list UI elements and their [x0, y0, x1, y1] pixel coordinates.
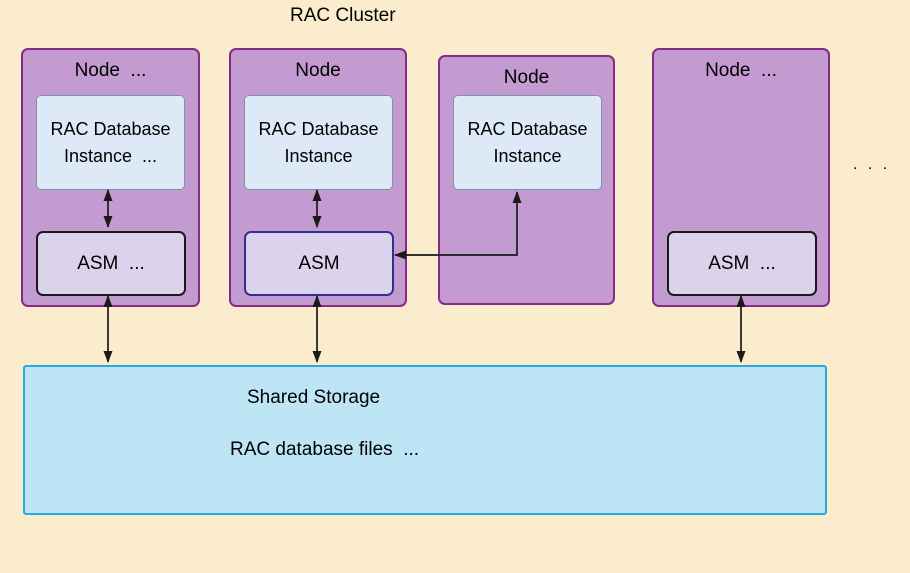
- node-1-rac-database-instance: RAC Database Instance ...: [36, 95, 185, 190]
- node-2: Node RAC Database Instance ASM: [229, 48, 407, 307]
- node-3: Node RAC Database Instance: [438, 55, 615, 305]
- node-4-asm-label: ASM ...: [708, 252, 776, 274]
- node-1-asm-label: ASM ...: [77, 252, 145, 274]
- node-2-asm: ASM: [244, 231, 394, 296]
- shared-storage-title: Shared Storage: [247, 387, 381, 408]
- shared-storage-files-label: RAC database files ...: [230, 439, 420, 460]
- diagram-title: RAC Cluster: [290, 5, 396, 26]
- node-1-label: Node ...: [74, 60, 147, 81]
- node-3-label: Node: [503, 67, 550, 88]
- node-2-rac-database-instance: RAC Database Instance: [244, 95, 393, 190]
- node-2-asm-label: ASM: [298, 252, 340, 274]
- shared-storage: Shared Storage RAC database files ...: [23, 365, 827, 515]
- more-nodes-ellipsis: . . .: [853, 156, 891, 173]
- node-3-instance-label: RAC Database Instance: [467, 118, 588, 166]
- node-3-rac-database-instance: RAC Database Instance: [453, 95, 602, 190]
- node-4-asm: ASM ...: [667, 231, 817, 296]
- node-1-instance-label: RAC Database Instance ...: [50, 118, 171, 166]
- node-1-asm: ASM ...: [36, 231, 186, 296]
- node-4: Node ... ASM ...: [652, 48, 830, 307]
- node-2-label: Node: [295, 60, 341, 81]
- node-1: Node ... RAC Database Instance ... ASM .…: [21, 48, 200, 307]
- node-2-instance-label: RAC Database Instance: [258, 118, 379, 166]
- node-4-label: Node ...: [705, 60, 777, 81]
